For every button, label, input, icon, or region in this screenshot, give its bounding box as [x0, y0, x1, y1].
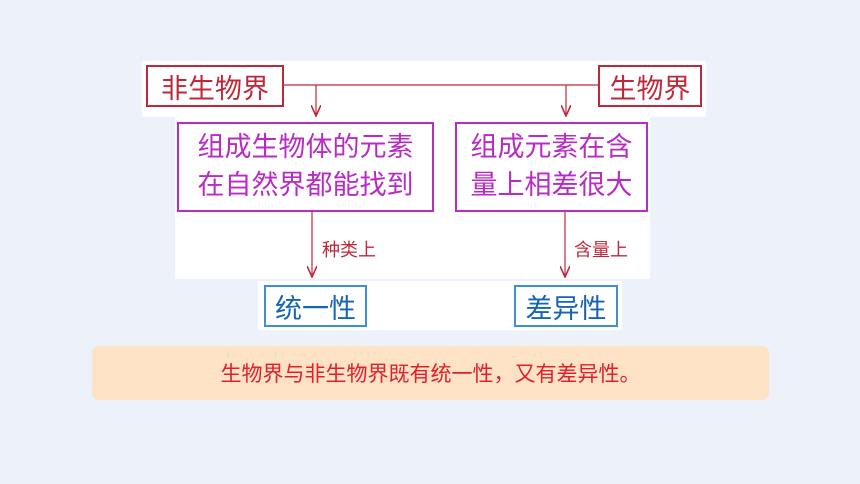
conclusion-text: 生物界与非生物界既有统一性，又有差异性。	[220, 362, 641, 386]
node-elements-found-line-2: 在自然界都能找到	[197, 170, 414, 201]
node-living-label: 生物界	[609, 73, 691, 105]
node-elements-found: 组成生物体的元素 在自然界都能找到	[177, 122, 434, 212]
node-content-differs-line-2: 量上相差很大	[470, 170, 633, 201]
node-living-world: 生物界	[598, 65, 702, 107]
node-unity-label: 统一性	[275, 293, 356, 325]
node-nonliving-label: 非生物界	[161, 73, 269, 105]
node-unity: 统一性	[264, 285, 367, 327]
node-content-differs: 组成元素在含 量上相差很大	[455, 122, 648, 212]
node-elements-found-line-1: 组成生物体的元素	[197, 132, 414, 164]
node-content-differs-line-1: 组成元素在含	[470, 132, 633, 164]
edge-label-kind: 种类上	[322, 240, 376, 261]
node-difference: 差异性	[514, 285, 618, 327]
conclusion-banner: 生物界与非生物界既有统一性，又有差异性。	[92, 346, 769, 400]
node-nonliving-world: 非生物界	[146, 65, 284, 107]
node-difference-label: 差异性	[525, 293, 607, 325]
edge-label-content: 含量上	[574, 240, 628, 261]
